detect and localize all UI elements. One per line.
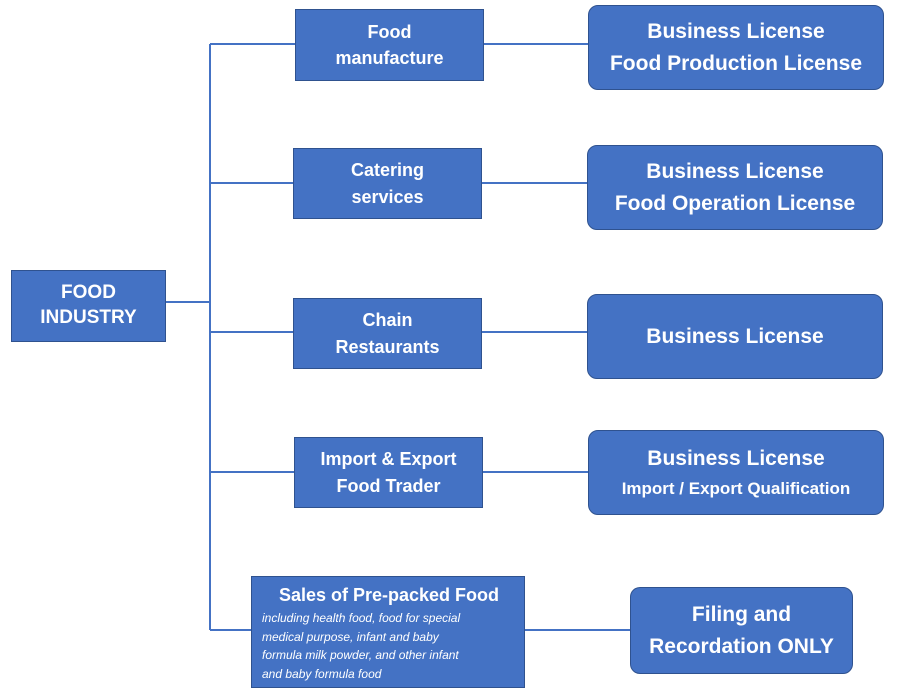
- license-line: Business License: [647, 20, 825, 43]
- category-line: Restaurants: [335, 336, 440, 357]
- license-line: Food Operation License: [614, 191, 856, 215]
- category-detail-line: and baby formula food: [262, 667, 382, 682]
- license-line: Recordation ONLY: [649, 634, 834, 658]
- license-box-import-export: Business License Import / Export Qualifi…: [588, 430, 884, 515]
- license-line: Food Production License: [609, 51, 862, 75]
- category-food-manufacture: Food manufacture: [295, 9, 484, 81]
- category-detail: including health food, food for special …: [262, 609, 460, 683]
- license-detail: Import / Export Qualification: [621, 478, 851, 498]
- root-line-1: FOOD: [61, 282, 116, 304]
- category-import-export-food-trader: Import & Export Food Trader: [294, 437, 483, 508]
- category-sales-of-pre-packed-food: Sales of Pre-packed Food including healt…: [251, 576, 525, 688]
- license-line: Filing and: [691, 603, 792, 626]
- license-box-filing-recordation: Filing and Recordation ONLY: [630, 587, 853, 674]
- root-line-2: INDUSTRY: [40, 307, 137, 328]
- category-line: Chain: [362, 310, 413, 331]
- license-box-chain-restaurants: Business License: [587, 294, 883, 379]
- category-detail-line: formula milk powder, and other infant: [262, 648, 459, 663]
- category-line: services: [351, 186, 424, 207]
- root-node-food-industry: FOOD INDUSTRY: [11, 270, 166, 342]
- category-line: Catering: [350, 160, 424, 181]
- category-line: manufacture: [335, 48, 444, 68]
- category-chain-restaurants: Chain Restaurants: [293, 298, 482, 369]
- category-title: Sales of Pre-packed Food: [278, 585, 500, 605]
- category-line: Import & Export: [320, 449, 457, 470]
- category-line: Food Trader: [336, 475, 441, 496]
- license-box-catering-services: Business License Food Operation License: [587, 145, 883, 230]
- category-detail-line: including health food, food for special: [262, 611, 461, 626]
- license-line: Business License: [646, 160, 824, 183]
- license-box-food-manufacture: Business License Food Production License: [588, 5, 884, 90]
- license-line: Business License: [647, 447, 825, 471]
- category-detail-line: medical purpose, infant and baby: [262, 629, 439, 644]
- category-catering-services: Catering services: [293, 148, 482, 219]
- license-line: Business License: [646, 324, 824, 348]
- category-line: Food: [367, 21, 412, 42]
